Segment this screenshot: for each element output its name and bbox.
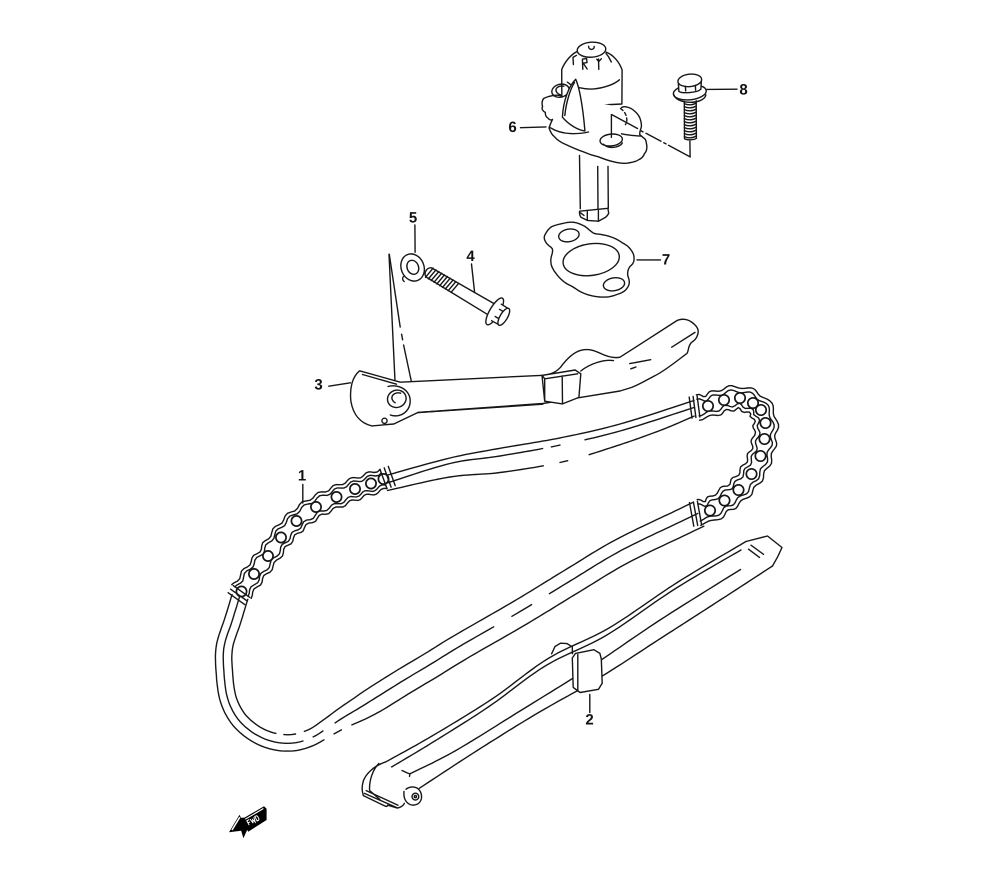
svg-text:5: 5 xyxy=(409,210,417,227)
svg-text:3: 3 xyxy=(314,377,322,394)
svg-text:6: 6 xyxy=(508,119,516,136)
svg-text:7: 7 xyxy=(662,252,670,269)
svg-text:2: 2 xyxy=(585,712,593,729)
svg-text:4: 4 xyxy=(466,248,475,265)
svg-text:1: 1 xyxy=(298,467,306,484)
svg-text:8: 8 xyxy=(739,82,747,99)
